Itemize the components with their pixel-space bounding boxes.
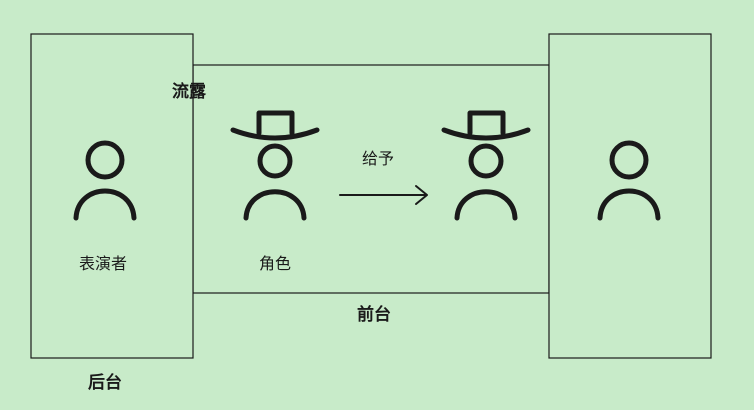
- role-label: 角色: [259, 254, 292, 273]
- reveal-label: 流露: [172, 82, 206, 102]
- backstage-box: [30, 33, 194, 359]
- frontstage-region: [192, 64, 550, 294]
- given-role-hat-icon: [441, 110, 531, 141]
- frontstage-label: 前台: [357, 305, 391, 325]
- performer-person-icon: [73, 140, 137, 221]
- audience-box: [548, 33, 712, 359]
- backstage-label: 后台: [88, 373, 122, 393]
- role-hat-icon: [230, 110, 320, 141]
- performer-label: 表演者: [79, 254, 128, 273]
- audience-person-icon: [597, 140, 661, 221]
- role-person-icon: [243, 143, 307, 221]
- give-arrow: [339, 185, 428, 205]
- given-role-person-icon: [454, 143, 518, 221]
- give-label: 给予: [362, 149, 395, 168]
